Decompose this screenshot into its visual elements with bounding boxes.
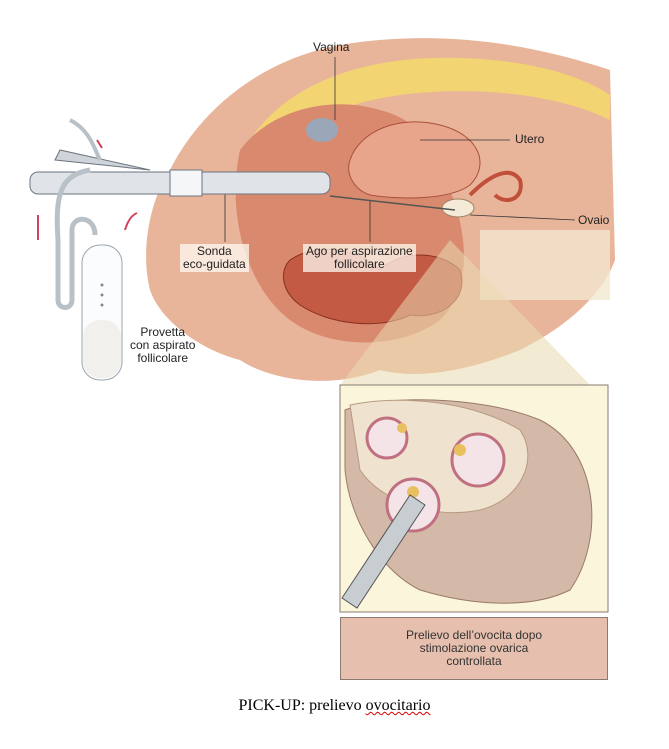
needle-handle [54, 149, 151, 171]
label-utero: Utero [515, 132, 545, 146]
label-provetta: Provetta con aspirato follicolare [130, 326, 195, 365]
fallopian-tube [468, 170, 523, 202]
inset-caption-line: Prelievo dell’ovocita dopo [405, 628, 543, 642]
bladder [306, 118, 338, 142]
label-line: Ago per aspirazione [306, 244, 413, 258]
label-line: Sonda [197, 244, 232, 258]
inset-caption-box: Prelievo dell’ovocita dopo stimolazione … [340, 617, 608, 680]
caption-misspelled-word: ovocitario [365, 697, 431, 714]
label-vagina: Vagina [313, 40, 350, 54]
label-line: follicolare [137, 351, 189, 365]
magnification-wedge [340, 240, 590, 385]
caption-text: PICK-UP: prelievo [238, 697, 366, 714]
ovary-shape [441, 198, 475, 218]
label-line: follicolare [334, 257, 385, 271]
aspiration-needle [329, 195, 456, 211]
label-ago: Ago per aspirazione follicolare [303, 244, 416, 272]
fat-layer [250, 57, 610, 170]
inset-caption-line: controllata [446, 654, 502, 668]
inset-caption-line: stimolazione ovarica [419, 641, 529, 655]
suction-tubing [54, 167, 98, 310]
spine-area [480, 230, 610, 300]
follicle [450, 432, 506, 488]
label-line: con aspirato [130, 338, 196, 352]
label-sonda: Sonda eco-guidata [180, 244, 249, 272]
figure-caption: PICK-UP: prelievo ovocitario [0, 697, 669, 715]
inset-needle [341, 494, 426, 609]
label-line: eco-guidata [183, 257, 246, 271]
uterus-shape [348, 121, 481, 199]
label-ovaio: Ovaio [578, 213, 610, 227]
label-line: Provetta [140, 325, 186, 339]
